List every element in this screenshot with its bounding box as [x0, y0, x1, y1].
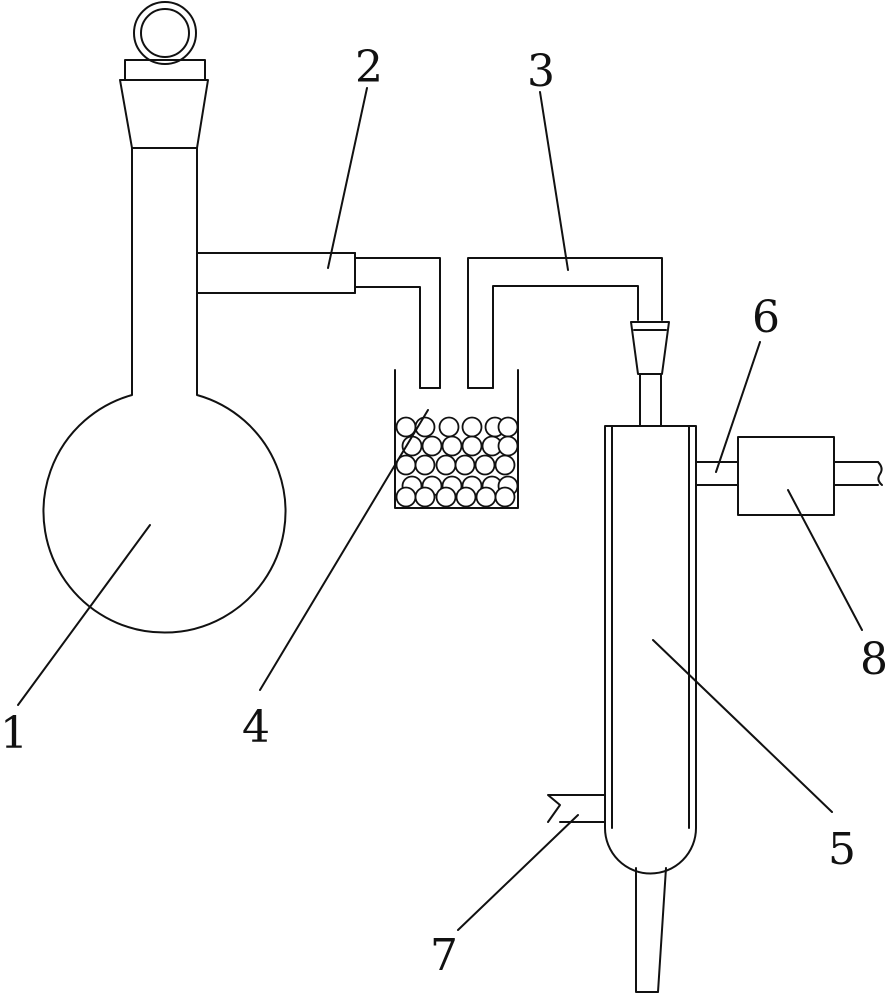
connecting-tube [467, 257, 663, 389]
stopper-ring-inner [140, 8, 190, 58]
packing-ball [497, 435, 519, 457]
labels: 1 2 3 4 5 6 7 8 [0, 42, 888, 981]
packing-ball [497, 416, 519, 438]
packing-ball [454, 454, 476, 476]
packing-ball [438, 416, 460, 438]
packing-ball [474, 454, 496, 476]
packing-ball [421, 435, 443, 457]
packing-ball [395, 486, 417, 508]
leader-4 [259, 409, 429, 691]
packing-balls [395, 416, 519, 508]
leader-1 [17, 524, 151, 706]
label-6: 6 [752, 292, 780, 343]
packing-ball [414, 486, 436, 508]
leader-8 [787, 489, 863, 631]
pump-box-body [737, 436, 835, 516]
label-3: 3 [527, 46, 555, 97]
leader-5 [652, 639, 833, 813]
packing-ball [461, 416, 483, 438]
condenser-outer-jacket [604, 425, 697, 875]
label-1: 1 [0, 708, 28, 759]
label-5: 5 [828, 824, 856, 875]
leader-6 [715, 341, 761, 473]
packing-ball [414, 454, 436, 476]
packing-ball [435, 454, 457, 476]
leader-3 [539, 91, 569, 271]
label-8: 8 [860, 634, 888, 685]
stopper-ring-outer [133, 1, 197, 65]
side-arm [196, 252, 441, 389]
label-2: 2 [355, 42, 383, 93]
flask-body [42, 147, 287, 634]
leader-lines [17, 87, 863, 931]
packing-ball [435, 486, 457, 508]
packing-ball [494, 486, 516, 508]
packing-ball [455, 486, 477, 508]
condenser-bottom-outlet [635, 867, 667, 993]
leader-7 [457, 814, 579, 931]
condenser [604, 321, 697, 993]
pump-box [737, 436, 883, 516]
lower-port [547, 794, 606, 823]
label-4: 4 [242, 702, 270, 753]
flask [42, 1, 287, 634]
upper-port [695, 461, 739, 486]
packing-ball [494, 454, 516, 476]
label-7: 7 [430, 930, 458, 981]
leader-2 [327, 87, 368, 269]
packing-ball [441, 435, 463, 457]
flask-stopper-cap [124, 59, 206, 81]
filter-vessel [394, 369, 519, 509]
packing-ball [475, 486, 497, 508]
packing-ball [461, 435, 483, 457]
filter-vessel-wall [394, 369, 519, 509]
flask-neck-ground-joint [119, 79, 209, 149]
